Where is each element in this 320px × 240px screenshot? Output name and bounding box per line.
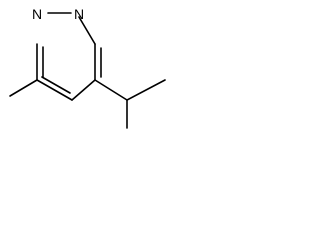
bond-methyl xyxy=(9,79,38,97)
bond-n2-c3 xyxy=(78,16,96,45)
bond-c4-c5 xyxy=(71,79,96,101)
atom-label-n1: N xyxy=(32,6,42,22)
bond-isopropyl-ch3-upper xyxy=(126,79,166,101)
atom-label-n2: N xyxy=(74,6,84,22)
bond-c5-c6 xyxy=(36,79,73,101)
chemical-structure: N N xyxy=(9,6,166,129)
bond-c5-c6-double xyxy=(41,76,71,94)
bond-isopropyl xyxy=(94,79,128,101)
